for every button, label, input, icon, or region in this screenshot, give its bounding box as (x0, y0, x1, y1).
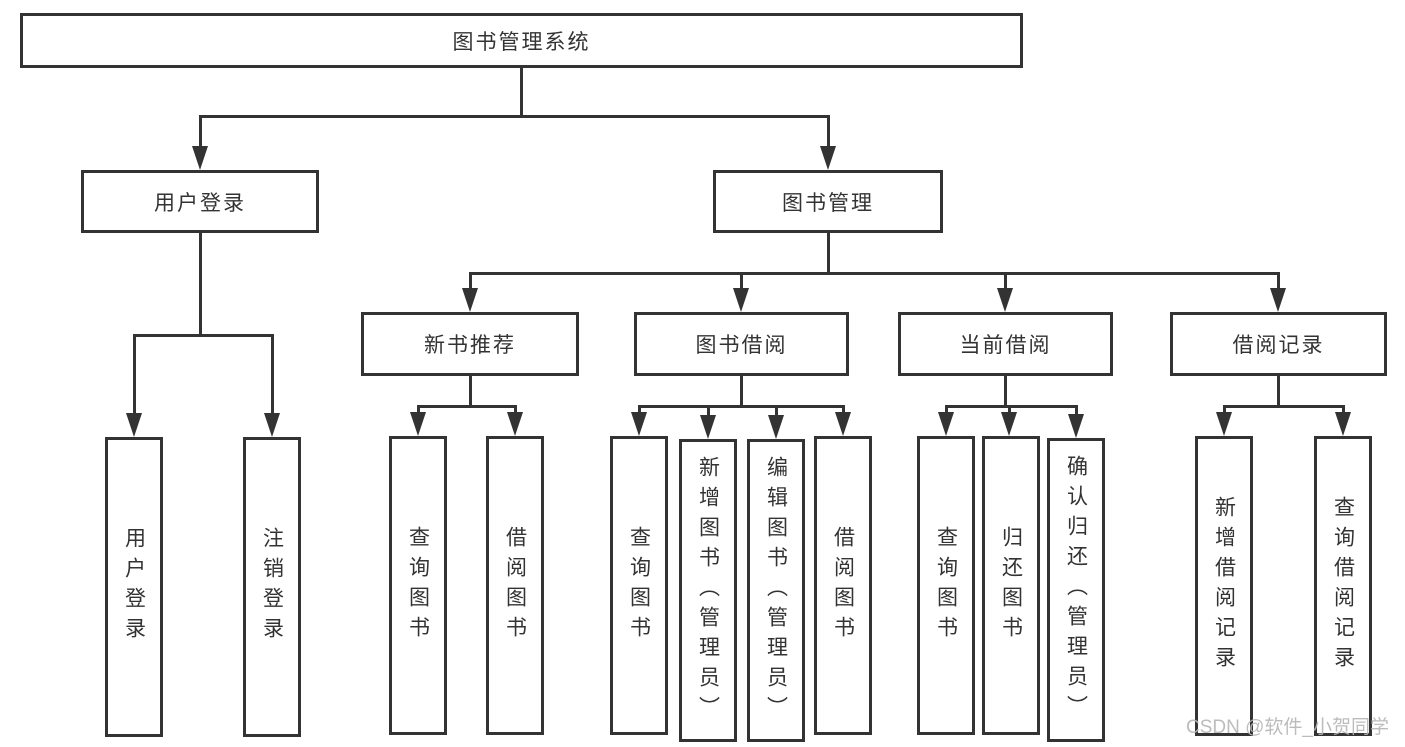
connector-line (1008, 405, 1011, 414)
leaf-borrow-books-borrowing-label: 借阅图书 (831, 525, 855, 646)
connector-line (945, 405, 948, 414)
connector-line (514, 405, 517, 414)
connector-line (740, 272, 743, 290)
leaf-borrow-books-recommend: 借阅图书 (486, 436, 544, 735)
arrowhead-down-icon (733, 288, 749, 312)
connector-line (1004, 272, 1007, 290)
leaf-query-books-current: 查询图书 (917, 436, 975, 735)
node-new-book-recommend: 新书推荐 (361, 312, 579, 376)
connector-line (199, 233, 202, 336)
leaf-add-books-admin: 新增图书（管理员） (679, 439, 737, 742)
leaf-query-books-borrowing-label: 查询图书 (627, 525, 651, 646)
node-borrowing-records-label: 借阅记录 (1232, 334, 1325, 357)
arrowhead-down-icon (410, 412, 426, 436)
arrowhead-down-icon (820, 146, 836, 170)
arrowhead-down-icon (507, 412, 523, 436)
connector-line (638, 405, 641, 414)
connector-line (775, 405, 778, 417)
leaf-borrow-books-recommend-label: 借阅图书 (503, 525, 527, 646)
leaf-add-borrow-record-label: 新增借阅记录 (1212, 496, 1236, 676)
connector-line (1004, 376, 1007, 407)
connector-line (945, 405, 1078, 408)
leaf-borrow-books-borrowing: 借阅图书 (814, 436, 872, 735)
connector-line (1342, 405, 1345, 414)
arrowhead-down-icon (700, 415, 716, 439)
node-new-book-recommend-label: 新书推荐 (424, 334, 516, 357)
node-borrowing-records: 借阅记录 (1170, 312, 1387, 376)
connector-line (520, 68, 523, 117)
leaf-logout-login: 注销登录 (243, 437, 301, 737)
connector-line (469, 272, 472, 290)
arrowhead-down-icon (768, 415, 784, 439)
connector-line (417, 405, 420, 414)
connector-line (199, 115, 829, 118)
node-root-label: 图书管理系统 (452, 30, 591, 54)
connector-line (199, 115, 202, 148)
node-book-borrowing-label: 图书借阅 (695, 334, 788, 357)
leaf-confirm-return-admin-label: 确认归还（管理员） (1064, 455, 1088, 725)
arrowhead-down-icon (835, 412, 851, 436)
connector-line (271, 334, 274, 415)
connector-line (133, 334, 136, 415)
node-book-management: 图书管理 (713, 170, 943, 233)
arrowhead-down-icon (126, 413, 142, 437)
leaf-edit-books-admin-label: 编辑图书（管理员） (764, 455, 788, 726)
node-root: 图书管理系统 (20, 13, 1023, 68)
leaf-add-borrow-record: 新增借阅记录 (1195, 436, 1253, 736)
leaf-query-books-borrowing: 查询图书 (610, 436, 668, 735)
connector-line (842, 405, 845, 414)
leaf-query-books-recommend-label: 查询图书 (406, 525, 430, 646)
node-user-login: 用户登录 (81, 170, 319, 233)
arrowhead-down-icon (192, 146, 208, 170)
leaf-query-borrow-record-label: 查询借阅记录 (1331, 496, 1355, 676)
arrowhead-down-icon (1001, 412, 1017, 436)
connector-line (1223, 405, 1344, 408)
connector-line (707, 405, 710, 417)
leaf-query-books-current-label: 查询图书 (934, 525, 958, 646)
arrowhead-down-icon (938, 412, 954, 436)
connector-line (133, 334, 273, 337)
connector-line (1223, 405, 1226, 414)
leaf-edit-books-admin: 编辑图书（管理员） (747, 439, 805, 742)
leaf-query-borrow-record: 查询借阅记录 (1314, 436, 1372, 736)
connector-line (1277, 376, 1280, 407)
arrowhead-down-icon (997, 288, 1013, 312)
leaf-query-books-recommend: 查询图书 (389, 436, 447, 735)
connector-line (469, 272, 1279, 275)
connector-line (469, 376, 472, 407)
connector-line (638, 405, 845, 408)
leaf-user-login-label: 用户登录 (122, 527, 146, 647)
watermark: CSDN @软件_小贺同学 (1186, 717, 1389, 738)
leaf-return-books: 归还图书 (982, 436, 1040, 735)
connector-line (827, 233, 830, 274)
node-current-borrowing-label: 当前借阅 (959, 334, 1052, 357)
leaf-user-login: 用户登录 (105, 437, 163, 737)
connector-line (417, 405, 517, 408)
leaf-confirm-return-admin: 确认归还（管理员） (1047, 438, 1105, 742)
leaf-add-books-admin-label: 新增图书（管理员） (696, 455, 720, 726)
connector-line (1277, 272, 1280, 290)
node-current-borrowing: 当前借阅 (898, 312, 1113, 376)
arrowhead-down-icon (1216, 412, 1232, 436)
arrowhead-down-icon (462, 288, 478, 312)
arrowhead-down-icon (1335, 412, 1351, 436)
arrowhead-down-icon (264, 413, 280, 437)
leaf-logout-login-label: 注销登录 (260, 527, 284, 647)
leaf-return-books-label: 归还图书 (999, 525, 1023, 646)
connector-line (827, 115, 830, 148)
node-book-management-label: 图书管理 (782, 191, 874, 215)
connector-line (1075, 405, 1078, 416)
connector-line (740, 376, 743, 407)
node-user-login-label: 用户登录 (154, 191, 246, 215)
arrowhead-down-icon (1270, 288, 1286, 312)
node-book-borrowing: 图书借阅 (634, 312, 849, 376)
arrowhead-down-icon (631, 412, 647, 436)
arrowhead-down-icon (1068, 414, 1084, 438)
